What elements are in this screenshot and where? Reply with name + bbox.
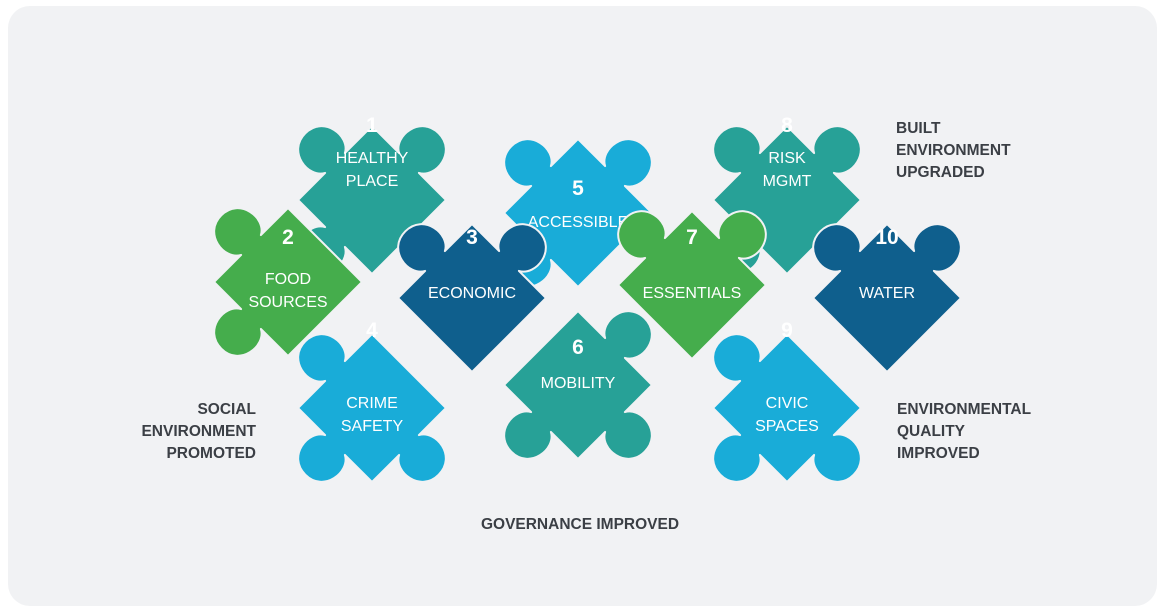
puzzle-piece-8-number: 8 — [781, 114, 793, 137]
puzzle-piece-1-number: 1 — [366, 114, 378, 137]
puzzle-piece-2-label-line-2: SOURCES — [248, 294, 327, 311]
group-label-environmental-line-1: ENVIRONMENTAL — [897, 401, 1031, 418]
group-label-environmental: ENVIRONMENTAL QUALITY IMPROVED — [897, 401, 1031, 462]
puzzle-piece-9-label-line-1: CIVIC — [766, 395, 809, 412]
puzzle-piece-8-label-line-1: RISK — [768, 150, 806, 167]
puzzle-piece-7-shape — [617, 210, 767, 360]
group-label-environmental-line-3: IMPROVED — [897, 445, 980, 462]
group-label-governance: GOVERNANCE IMPROVED — [481, 516, 679, 533]
puzzle-piece-6-number: 6 — [572, 336, 584, 359]
group-label-built-line-2: ENVIRONMENT — [896, 142, 1011, 159]
group-label-built: BUILT ENVIRONMENT UPGRADED — [896, 120, 1011, 181]
puzzle-piece-2-label-line-1: FOOD — [265, 271, 311, 288]
puzzle-piece-7-label-line-1: ESSENTIALS — [643, 285, 742, 302]
puzzle-piece-3-shape — [397, 223, 547, 373]
puzzle-piece-1-label-line-1: HEALTHY — [336, 150, 409, 167]
group-label-built-line-1: BUILT — [896, 120, 941, 137]
puzzle-piece-2-number: 2 — [282, 226, 294, 249]
group-label-environmental-line-2: QUALITY — [897, 423, 966, 440]
group-label-social-line-3: PROMOTED — [166, 445, 256, 462]
background-panel — [8, 6, 1157, 606]
puzzle-piece-4-shape — [297, 333, 447, 483]
puzzle-piece-9-shape — [712, 333, 862, 483]
puzzle-piece-8-label-line-2: MGMT — [763, 173, 812, 190]
puzzle-piece-10-number: 10 — [875, 226, 898, 249]
puzzle-piece-2-shape — [213, 207, 363, 357]
group-label-governance-line-1: GOVERNANCE IMPROVED — [481, 516, 679, 533]
puzzle-piece-4-label-line-1: CRIME — [346, 395, 398, 412]
puzzle-piece-6-label-line-1: MOBILITY — [541, 375, 616, 392]
puzzle-piece-4-number: 4 — [366, 319, 378, 342]
group-label-social-line-1: SOCIAL — [197, 401, 256, 418]
puzzle-piece-10-label-line-1: WATER — [859, 285, 915, 302]
group-label-social-line-2: ENVIRONMENT — [141, 423, 256, 440]
puzzle-piece-10-shape — [812, 223, 962, 373]
group-label-built-line-3: UPGRADED — [896, 164, 985, 181]
puzzle-piece-9-number: 9 — [781, 319, 793, 342]
puzzle-piece-3-number: 3 — [466, 226, 478, 249]
puzzle-piece-5-label-line-1: ACCESSIBLE — [528, 214, 628, 231]
puzzle-piece-4-label-line-2: SAFETY — [341, 418, 404, 435]
puzzle-piece-7-number: 7 — [686, 226, 698, 249]
puzzle-piece-3-label-line-1: ECONOMIC — [428, 285, 516, 302]
group-label-social: SOCIAL ENVIRONMENT PROMOTED — [141, 401, 256, 462]
puzzle-piece-6-shape — [503, 310, 653, 460]
puzzle-piece-1-label-line-2: PLACE — [346, 173, 398, 190]
puzzle-piece-5-number: 5 — [572, 177, 584, 200]
puzzle-piece-9-label-line-2: SPACES — [755, 418, 819, 435]
